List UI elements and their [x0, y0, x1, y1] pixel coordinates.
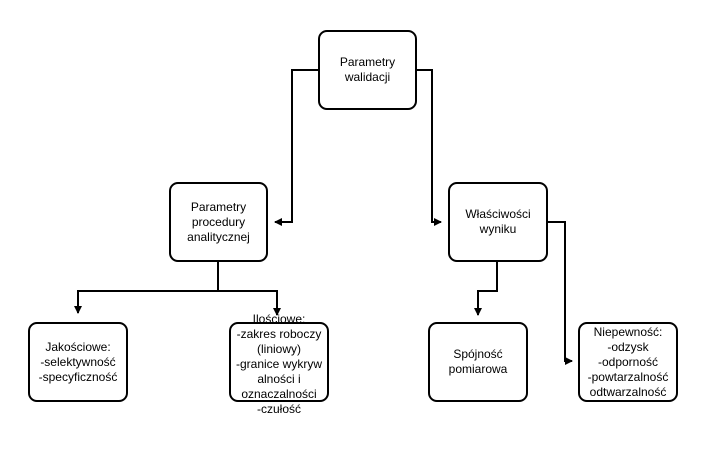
node-text-line: alności i: [257, 372, 301, 386]
node-text-line: pomiarowa: [448, 362, 508, 376]
node-text-line: oznaczalności: [241, 387, 317, 401]
node-text-line: Jakościowe:: [45, 339, 111, 354]
node-text-line: Właściwości: [465, 207, 531, 221]
node-niepewnosc[interactable]: Niepewność:-odzysk-odporność-powtarzalno…: [578, 322, 678, 402]
node-text-line: Spójność: [453, 347, 503, 361]
edge-root-to-procedury: [274, 69, 318, 226]
node-text-line: -selektywność: [40, 354, 116, 369]
node-text-line: -granice wykryw: [235, 357, 322, 371]
node-text-line: Ilościowe:: [252, 312, 306, 326]
edge-procedury-to-jakosciowe: [74, 262, 219, 314]
node-text-line: procedury: [191, 214, 246, 229]
node-ilosciowe[interactable]: Ilościowe:-zakres roboczy(liniowy)-grani…: [229, 312, 329, 416]
node-jakosciowe[interactable]: Jakościowe:-selektywność-specyficzność: [28, 322, 128, 402]
node-text-line: wyniku: [479, 222, 517, 236]
edge-wlasciwosci-to-niepewnosc: [548, 221, 573, 365]
node-text-line: Niepewność:: [593, 324, 663, 339]
node-text-line: -odporność: [597, 354, 659, 369]
edge-root-to-wlasciwosci: [417, 69, 442, 226]
node-text-line: -odzysk: [607, 339, 649, 354]
node-text-line: analitycznej: [187, 229, 250, 244]
node-text-line: odtwarzalność: [589, 384, 667, 399]
node-text-line: Parametry: [190, 199, 247, 214]
node-text-line: -powtarzalność: [587, 369, 669, 384]
edge-procedury-to-ilosciowe: [218, 290, 281, 316]
node-text-line: (liniowy): [256, 342, 301, 356]
node-text-line: -zakres roboczy: [236, 327, 322, 341]
node-text-line: -czułość: [256, 402, 301, 416]
node-text-line: Parametry: [339, 55, 396, 69]
node-text-line: walidacji: [344, 70, 391, 84]
edge-wlasciwosci-to-spojnosc: [474, 262, 498, 316]
node-text-line: -specyficzność: [38, 369, 118, 384]
